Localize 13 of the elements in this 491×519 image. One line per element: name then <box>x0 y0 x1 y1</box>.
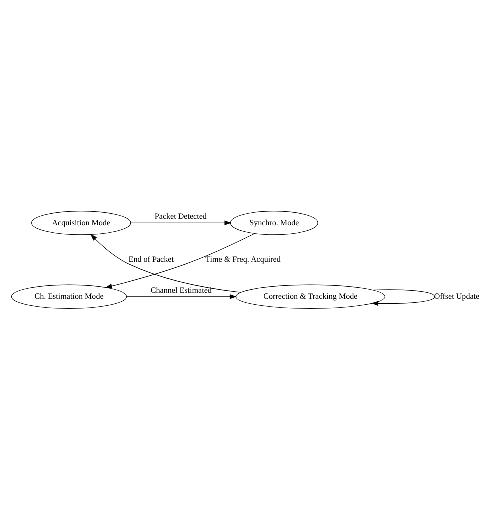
arrow <box>126 294 237 299</box>
node-ellipse: Correction & Tracking Mode <box>236 284 386 308</box>
edge-label: Time & Freq. Acquired <box>206 254 281 264</box>
arrow <box>372 289 436 306</box>
edge-label: End of Packet <box>128 254 174 264</box>
arrow <box>130 220 232 226</box>
edge-label: Channel Estimated <box>150 285 212 294</box>
edge-label: Packet Detected <box>154 212 207 221</box>
node-ellipse: Acquisition Mode <box>32 210 132 235</box>
arrow <box>105 232 256 288</box>
arrow <box>90 234 242 292</box>
node-ellipse: Synchro. Mode <box>230 210 318 235</box>
edge-label: Offset Update <box>434 292 480 301</box>
